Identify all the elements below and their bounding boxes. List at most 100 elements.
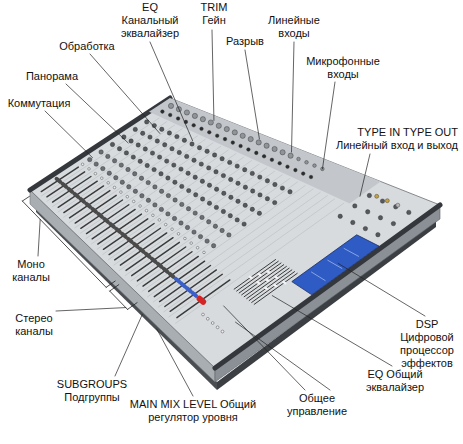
knob bbox=[148, 135, 152, 139]
knob bbox=[235, 218, 239, 222]
knob bbox=[197, 146, 201, 150]
fader-cap bbox=[86, 204, 90, 207]
jack-socket bbox=[215, 134, 219, 138]
knob bbox=[200, 179, 204, 183]
eq-slider bbox=[249, 270, 292, 301]
fader-slot bbox=[103, 219, 147, 250]
bracket bbox=[110, 285, 119, 291]
strip-divider bbox=[47, 122, 167, 202]
strip-divider bbox=[64, 132, 190, 217]
dsp-display-line bbox=[344, 248, 358, 256]
knob bbox=[172, 216, 176, 220]
eq-slider bbox=[254, 273, 297, 304]
knob bbox=[146, 180, 150, 184]
jack-socket bbox=[254, 151, 258, 155]
mute-button bbox=[164, 223, 167, 226]
knob bbox=[273, 182, 277, 186]
callout-label: Обработка bbox=[52, 40, 122, 53]
knob bbox=[114, 176, 118, 180]
xlr-socket bbox=[224, 127, 229, 132]
knob bbox=[166, 193, 170, 197]
xlr-socket bbox=[297, 157, 301, 161]
xlr-socket bbox=[280, 150, 285, 155]
mute-button bbox=[152, 214, 155, 217]
mute-button bbox=[107, 182, 110, 185]
knob bbox=[94, 162, 98, 166]
leader-line bbox=[360, 154, 370, 196]
eq-slider-cap bbox=[258, 282, 260, 283]
knob bbox=[143, 147, 147, 151]
jack-socket bbox=[192, 124, 196, 128]
mute-button bbox=[158, 219, 161, 222]
button bbox=[216, 326, 219, 329]
callout-label: SUBGROUPS Подгруппы bbox=[50, 378, 134, 404]
mute-button bbox=[94, 172, 97, 175]
strip-divider bbox=[153, 189, 313, 302]
fader-cap bbox=[122, 234, 126, 237]
fader-cap bbox=[74, 194, 78, 197]
knob bbox=[363, 226, 367, 230]
knob bbox=[222, 191, 226, 195]
knob bbox=[213, 224, 217, 228]
eq-slider bbox=[252, 272, 295, 303]
knob bbox=[257, 211, 261, 215]
fader-cap bbox=[192, 293, 196, 296]
leader-line bbox=[66, 84, 128, 143]
eq-slider-cap bbox=[259, 274, 261, 275]
knob bbox=[175, 134, 179, 138]
eq-slider-cap bbox=[265, 288, 267, 289]
knob bbox=[155, 139, 159, 143]
knob bbox=[170, 147, 174, 151]
knob bbox=[236, 181, 240, 185]
jack-socket bbox=[168, 113, 172, 117]
knob bbox=[378, 216, 382, 220]
knob bbox=[221, 209, 225, 213]
callout-label: Стерео каналы bbox=[5, 312, 63, 338]
dsp-display-line bbox=[311, 272, 325, 280]
xlr-socket bbox=[305, 161, 309, 165]
mute-button bbox=[120, 191, 123, 194]
knob bbox=[391, 221, 395, 225]
jack-socket bbox=[294, 168, 298, 172]
knob bbox=[185, 225, 189, 229]
jack-socket bbox=[270, 158, 274, 162]
knob bbox=[177, 150, 181, 154]
xlr-socket bbox=[256, 140, 261, 145]
knob bbox=[193, 175, 197, 179]
leader-line bbox=[38, 219, 40, 256]
jack-socket bbox=[301, 172, 305, 176]
strip-divider bbox=[169, 199, 335, 317]
rca-socket bbox=[385, 199, 389, 203]
callout-label: Коммутация bbox=[0, 97, 78, 110]
mute-button bbox=[88, 168, 91, 171]
fader-cap bbox=[116, 229, 120, 232]
knob bbox=[228, 160, 232, 164]
knob bbox=[107, 171, 111, 175]
callout-label: Панорама bbox=[20, 70, 84, 83]
fader-slot bbox=[177, 280, 230, 318]
knob bbox=[250, 171, 254, 175]
jack-socket bbox=[239, 144, 243, 148]
leader-line bbox=[115, 314, 142, 376]
knob bbox=[207, 201, 211, 205]
knob bbox=[205, 239, 209, 243]
knob bbox=[150, 151, 154, 155]
knob bbox=[199, 162, 203, 166]
knob bbox=[157, 155, 161, 159]
callout-label: Моно каналы bbox=[5, 258, 57, 284]
knob bbox=[212, 153, 216, 157]
fader-slot bbox=[165, 270, 217, 307]
leader-line bbox=[157, 329, 193, 396]
fader-cap bbox=[68, 189, 72, 192]
button bbox=[221, 330, 224, 333]
fader-slot bbox=[143, 252, 192, 286]
knob bbox=[214, 205, 218, 209]
bracket bbox=[106, 281, 115, 287]
strip-divider bbox=[52, 125, 174, 207]
callout-label: TRIM Гейн bbox=[194, 1, 234, 27]
callout-label: EQ Общий эквалайзер bbox=[362, 368, 428, 394]
mute-button bbox=[171, 228, 174, 231]
dsp-display bbox=[292, 235, 379, 295]
knob bbox=[153, 203, 157, 207]
xlr-socket bbox=[232, 130, 237, 135]
